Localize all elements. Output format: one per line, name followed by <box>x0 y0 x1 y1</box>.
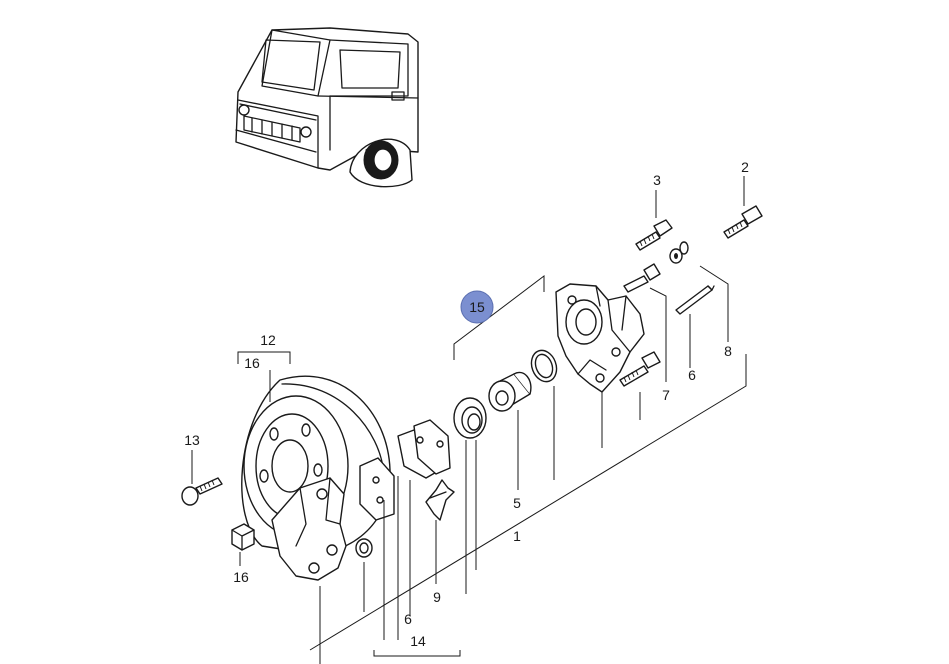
label-9: 9 <box>433 589 441 605</box>
label-6-upper: 6 <box>688 367 696 383</box>
brake-disc-12 <box>241 375 391 554</box>
label-3: 3 <box>653 172 661 188</box>
brake-pads-14 <box>359 419 451 521</box>
label-13: 13 <box>184 432 200 448</box>
label-8: 8 <box>724 343 732 359</box>
callout-15[interactable]: 15 <box>460 290 494 324</box>
label-16-upper: 16 <box>244 355 260 371</box>
label-5: 5 <box>513 495 521 511</box>
bolt-2 <box>723 176 763 239</box>
label-16-lower: 16 <box>233 569 249 585</box>
bolt-7 <box>619 351 661 387</box>
pin-6 <box>675 285 715 315</box>
bleeder-bolt <box>623 263 661 293</box>
guide-seal-6 <box>355 538 373 558</box>
bolt-3 <box>635 190 673 251</box>
label-15[interactable]: 15 <box>469 299 485 315</box>
caliper-housing <box>555 283 645 393</box>
part-labels: 1 2 3 5 6 6 7 8 9 12 13 14 16 16 <box>184 159 749 649</box>
bolt-13 <box>181 450 223 506</box>
seal-ring <box>530 349 558 383</box>
label-1: 1 <box>513 528 521 544</box>
cap-16 <box>231 523 255 566</box>
washers <box>669 241 689 264</box>
spring-clip-9 <box>425 479 455 521</box>
dust-seal-15 <box>453 397 487 439</box>
label-6-lower: 6 <box>404 611 412 627</box>
piston-5 <box>488 371 532 412</box>
vehicle-cab-illustration <box>235 27 419 188</box>
leader-lines <box>237 265 747 664</box>
caliper-bracket <box>271 477 347 581</box>
callout-15-circle[interactable] <box>460 290 494 324</box>
label-12: 12 <box>260 332 276 348</box>
label-14: 14 <box>410 633 426 649</box>
label-2: 2 <box>741 159 749 175</box>
label-7: 7 <box>662 387 670 403</box>
